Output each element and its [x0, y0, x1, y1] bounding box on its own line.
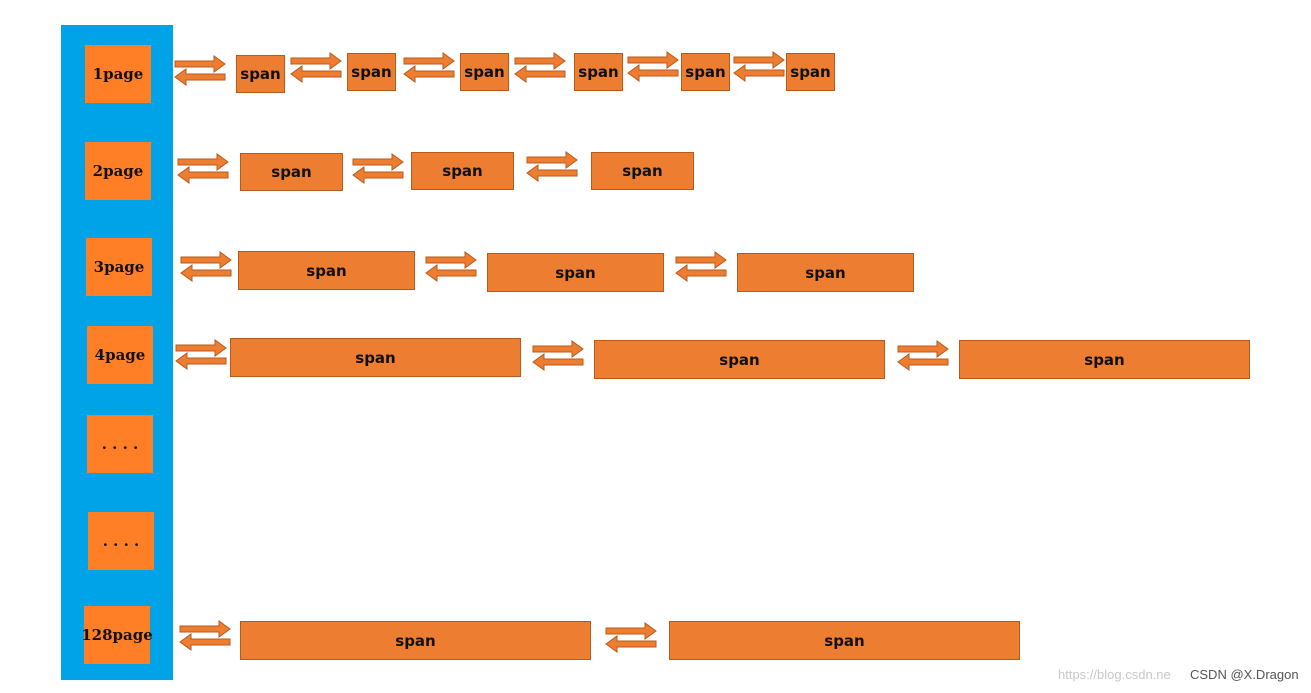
span-box: span: [959, 340, 1250, 379]
span-box: span: [594, 340, 885, 379]
bidirectional-arrow-icon: [177, 153, 229, 184]
page-box-128: 128page: [81, 606, 153, 664]
span-box: span: [737, 253, 914, 292]
bidirectional-arrow-icon: [526, 151, 578, 182]
bidirectional-arrow-icon: [675, 251, 727, 282]
span-box: span: [460, 53, 509, 91]
bidirectional-arrow-icon: [180, 251, 232, 282]
bidirectional-arrow-icon: [532, 340, 584, 371]
watermark-url: https://blog.csdn.ne: [1058, 667, 1171, 682]
page-box-4: 4page: [87, 326, 153, 384]
span-box: span: [240, 153, 343, 191]
span-box: span: [681, 53, 730, 91]
span-box: span: [574, 53, 623, 91]
span-box: span: [230, 338, 521, 377]
span-box: span: [240, 621, 591, 660]
bidirectional-arrow-icon: [733, 51, 785, 82]
bidirectional-arrow-icon: [352, 153, 404, 184]
span-box: span: [238, 251, 415, 290]
bidirectional-arrow-icon: [514, 52, 566, 83]
span-box: span: [487, 253, 664, 292]
span-box: span: [669, 621, 1020, 660]
bidirectional-arrow-icon: [290, 52, 342, 83]
span-box: span: [411, 152, 514, 190]
span-box: span: [236, 55, 285, 93]
bidirectional-arrow-icon: [403, 52, 455, 83]
bidirectional-arrow-icon: [425, 251, 477, 282]
bidirectional-arrow-icon: [627, 51, 679, 82]
bidirectional-arrow-icon: [174, 55, 226, 86]
page-box-2: 2page: [85, 142, 151, 200]
span-box: span: [347, 53, 396, 91]
page-box-3: 3page: [86, 238, 152, 296]
bidirectional-arrow-icon: [179, 620, 231, 651]
page-box-ellipsis-1: . . . .: [87, 415, 153, 473]
page-box-1: 1page: [85, 45, 151, 103]
bidirectional-arrow-icon: [897, 340, 949, 371]
page-box-ellipsis-2: . . . .: [88, 512, 154, 570]
bidirectional-arrow-icon: [175, 339, 227, 370]
bidirectional-arrow-icon: [605, 622, 657, 653]
watermark-author: CSDN @X.Dragon: [1190, 667, 1299, 682]
span-box: span: [591, 152, 694, 190]
span-box: span: [786, 53, 835, 91]
